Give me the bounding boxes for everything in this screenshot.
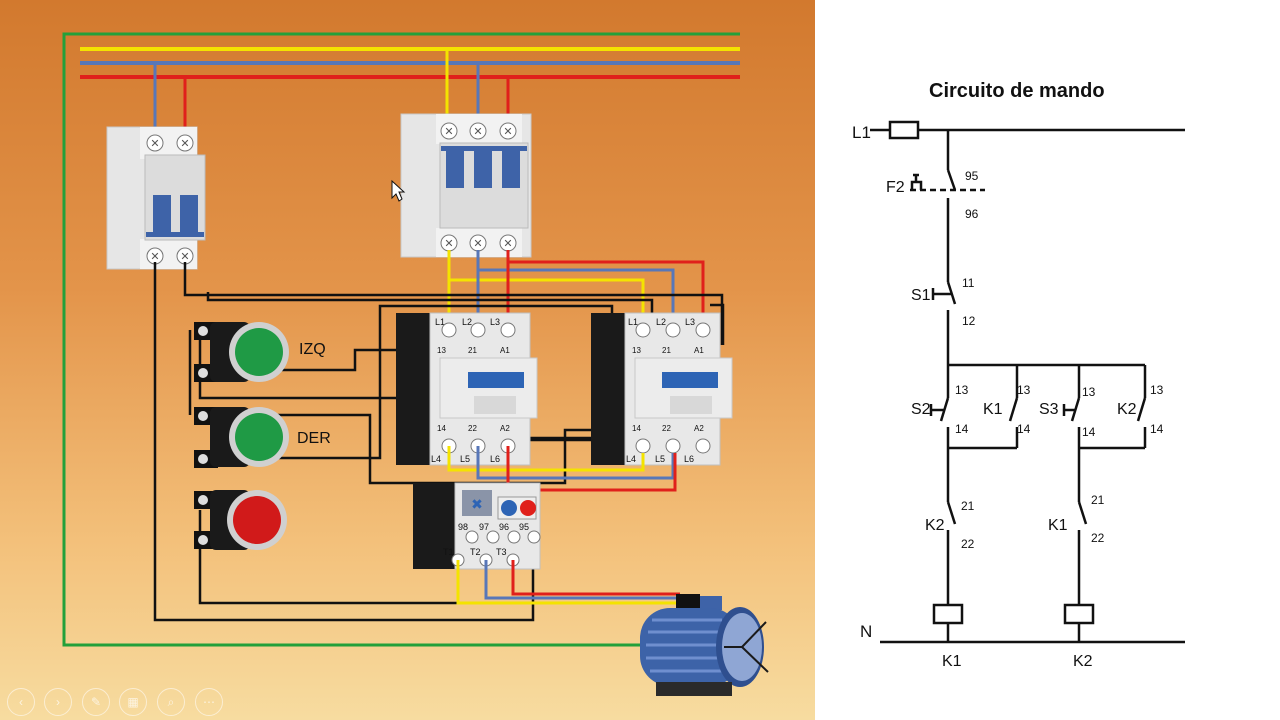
svg-text:22: 22 bbox=[468, 424, 477, 433]
k1-seal-lower: 14 bbox=[1017, 422, 1031, 436]
svg-text:L6: L6 bbox=[490, 454, 500, 464]
main-switch[interactable]: ✕ ✕ ✕ ✕ ✕ ✕ bbox=[400, 113, 532, 258]
f2-lower: 96 bbox=[965, 207, 979, 221]
svg-text:L3: L3 bbox=[490, 317, 500, 327]
next-slide-icon[interactable]: › bbox=[44, 688, 72, 716]
svg-text:✕: ✕ bbox=[150, 138, 159, 150]
svg-text:✕: ✕ bbox=[180, 251, 189, 263]
control-schematic: Circuito de mando bbox=[815, 0, 1280, 720]
svg-text:✖: ✖ bbox=[471, 496, 483, 512]
s2-label: S2 bbox=[911, 401, 931, 418]
previous-slide-icon[interactable]: ‹ bbox=[7, 688, 35, 716]
k2-coil-label: K2 bbox=[1073, 653, 1093, 670]
svg-text:14: 14 bbox=[632, 424, 641, 433]
pushbutton-izq[interactable]: 4 3 bbox=[194, 322, 289, 382]
k1-coil-label: K1 bbox=[942, 653, 962, 670]
svg-text:13: 13 bbox=[437, 346, 446, 355]
svg-text:98: 98 bbox=[458, 522, 468, 532]
zoom-icon[interactable]: ⌕ bbox=[157, 688, 185, 716]
schematic-canvas: L1 F2 95 96 S1 11 12 S2 13 14 K1 13 14 K… bbox=[852, 120, 1185, 670]
svg-text:95: 95 bbox=[519, 522, 529, 532]
svg-text:97: 97 bbox=[479, 522, 489, 532]
svg-text:✕: ✕ bbox=[444, 126, 453, 138]
svg-text:L2: L2 bbox=[656, 317, 666, 327]
svg-text:L2: L2 bbox=[462, 317, 472, 327]
svg-text:✕: ✕ bbox=[473, 126, 482, 138]
svg-text:✕: ✕ bbox=[180, 138, 189, 150]
svg-text:L6: L6 bbox=[684, 454, 694, 464]
svg-text:✕: ✕ bbox=[503, 238, 512, 250]
svg-text:14: 14 bbox=[437, 424, 446, 433]
k2-interlock-label: K2 bbox=[925, 517, 945, 534]
l1-label: L1 bbox=[852, 123, 871, 142]
f2-upper: 95 bbox=[965, 169, 979, 183]
s3-lower: 14 bbox=[1082, 425, 1096, 439]
k1-interlock-upper: 21 bbox=[1091, 493, 1105, 507]
svg-text:22: 22 bbox=[662, 424, 671, 433]
svg-text:✕: ✕ bbox=[444, 238, 453, 250]
svg-text:13: 13 bbox=[632, 346, 641, 355]
pushbutton-stop[interactable]: 2 1 bbox=[194, 490, 287, 550]
svg-text:A1: A1 bbox=[500, 346, 510, 355]
wiring-canvas: ✕ ✕ ✕ ✕ ✕ ✕ ✕ ✕ ✕ ✕ bbox=[62, 32, 769, 696]
s3-upper: 13 bbox=[1082, 385, 1096, 399]
contactor-k1[interactable]: L1 L2 L3 13 21 A1 14 22 A2 L4 L5 L6 bbox=[396, 312, 538, 466]
svg-text:L1: L1 bbox=[628, 317, 638, 327]
svg-text:21: 21 bbox=[662, 346, 671, 355]
svg-text:✕: ✕ bbox=[503, 126, 512, 138]
s1-upper: 11 bbox=[962, 276, 975, 290]
pen-icon[interactable]: ✎ bbox=[82, 688, 110, 716]
page-title: Circuito de mando bbox=[929, 80, 1105, 102]
der-label: DER bbox=[297, 430, 331, 447]
s2-upper: 13 bbox=[955, 383, 969, 397]
overload-relay-f2[interactable]: ✖ 98 97 96 95 T1 T2 T3 bbox=[413, 482, 541, 570]
svg-text:L4: L4 bbox=[626, 454, 636, 464]
earth-wire bbox=[62, 32, 740, 647]
svg-text:T1: T1 bbox=[443, 547, 454, 557]
mouse-cursor-icon bbox=[391, 179, 406, 202]
svg-text:A1: A1 bbox=[694, 346, 704, 355]
motor[interactable] bbox=[640, 594, 769, 696]
n-label: N bbox=[860, 622, 872, 641]
more-options-icon[interactable]: ⋯ bbox=[195, 688, 223, 716]
svg-text:A2: A2 bbox=[500, 424, 510, 433]
svg-text:96: 96 bbox=[499, 522, 509, 532]
k2-seal-upper: 13 bbox=[1150, 383, 1164, 397]
izq-label: IZQ bbox=[299, 341, 326, 358]
s1-lower: 12 bbox=[962, 314, 976, 328]
s1-label: S1 bbox=[911, 287, 931, 304]
svg-text:21: 21 bbox=[468, 346, 477, 355]
svg-text:✕: ✕ bbox=[473, 238, 482, 250]
svg-text:T3: T3 bbox=[496, 547, 507, 557]
svg-text:L5: L5 bbox=[460, 454, 470, 464]
k2-seal-label: K2 bbox=[1117, 401, 1137, 418]
k2-interlock-upper: 21 bbox=[961, 499, 975, 513]
svg-text:L5: L5 bbox=[655, 454, 665, 464]
k1-seal-label: K1 bbox=[983, 401, 1003, 418]
svg-text:T2: T2 bbox=[470, 547, 481, 557]
k1-seal-upper: 13 bbox=[1017, 383, 1031, 397]
slides-icon[interactable]: ▦ bbox=[119, 688, 147, 716]
k2-seal-lower: 14 bbox=[1150, 422, 1164, 436]
control-breaker[interactable]: ✕ ✕ ✕ ✕ bbox=[106, 126, 206, 270]
k1-interlock-label: K1 bbox=[1048, 517, 1068, 534]
pushbutton-der[interactable]: 4 3 bbox=[194, 407, 289, 468]
k1-interlock-lower: 22 bbox=[1091, 531, 1105, 545]
s3-label: S3 bbox=[1039, 401, 1059, 418]
svg-text:L4: L4 bbox=[431, 454, 441, 464]
svg-text:A2: A2 bbox=[694, 424, 704, 433]
svg-text:✕: ✕ bbox=[150, 251, 159, 263]
k2-interlock-lower: 22 bbox=[961, 537, 975, 551]
f2-label: F2 bbox=[886, 179, 905, 196]
svg-text:L1: L1 bbox=[435, 317, 445, 327]
s2-lower: 14 bbox=[955, 422, 969, 436]
svg-text:L3: L3 bbox=[685, 317, 695, 327]
contactor-k2[interactable]: L1 L2 L3 13 21 A1 14 22 A2 L4 L5 L6 bbox=[591, 312, 733, 466]
wiring-diagram: ✕ ✕ ✕ ✕ ✕ ✕ ✕ ✕ ✕ ✕ bbox=[0, 0, 815, 720]
